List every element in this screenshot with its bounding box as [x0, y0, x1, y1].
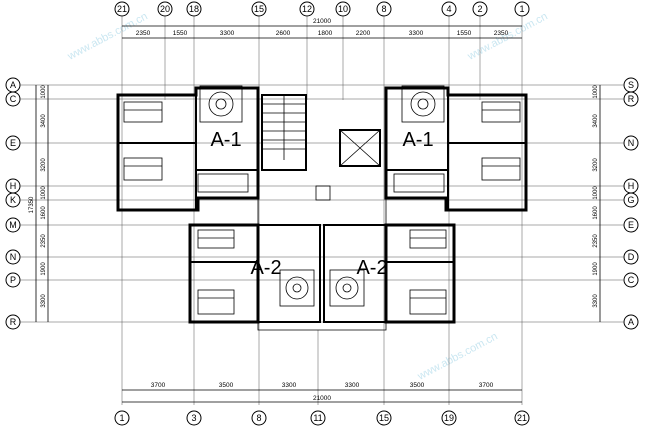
dim-label: 3400	[593, 114, 599, 128]
dim-label: 1800	[318, 30, 333, 37]
dim-label: 1550	[457, 30, 472, 37]
axis-bubble: N	[10, 252, 17, 262]
dim-label: 3400	[41, 114, 47, 128]
axis-bubble: 4	[446, 4, 451, 14]
axis-bubble: 2	[477, 4, 482, 14]
dim-label: 2350	[136, 30, 151, 37]
axis-bubble: 20	[160, 4, 170, 14]
dim-label: 2600	[276, 30, 291, 37]
axis-bubble: 15	[254, 4, 264, 14]
axis-bubble: 8	[381, 4, 386, 14]
fixtures	[123, 85, 521, 315]
axis-bubble: R	[10, 317, 17, 327]
axis-bubble: H	[628, 181, 635, 191]
axis-bubble: 3	[191, 413, 196, 423]
right-dimensions: 1000 3400 3200 1000 1600 2350 1900 3300	[593, 85, 601, 322]
dim-label: 3300	[409, 30, 424, 37]
axis-bubble: 21	[517, 413, 527, 423]
horizontal-grid-lines	[20, 84, 624, 323]
left-axis-labels: A C E H K M N P R	[5, 77, 21, 330]
building-outline	[116, 85, 528, 331]
top-dimensions: 21000 2350 1550 3300 2600 1800 2200 3300…	[122, 18, 522, 39]
watermark-text-3: www.abbs.com.cn	[415, 330, 500, 383]
axis-bubble: 8	[256, 413, 261, 423]
axis-bubble: 15	[379, 413, 389, 423]
axis-bubble: K	[10, 195, 16, 205]
watermark: www.abbs.com.cn www.abbs.com.cn www.abbs…	[65, 10, 550, 383]
dim-label: 3500	[410, 382, 425, 389]
dim-label: 21000	[313, 18, 331, 25]
dim-label: 2350	[41, 234, 47, 248]
axis-bubble: P	[10, 275, 16, 285]
right-axis-labels: S R N H G E D C A	[623, 77, 639, 330]
axis-bubble: 1	[519, 4, 524, 14]
dim-label: 3200	[41, 158, 47, 172]
dim-label: 21000	[313, 395, 331, 402]
axis-bubble: 19	[444, 413, 454, 423]
dim-label: 2350	[593, 234, 599, 248]
dim-label: 3300	[593, 294, 599, 308]
dim-label: 3300	[282, 382, 297, 389]
stair-treads	[262, 95, 306, 160]
dim-label: 1600	[41, 206, 47, 220]
unit-label-upper-left: A-1	[210, 129, 241, 151]
dim-label: 3300	[345, 382, 360, 389]
axis-bubble: E	[628, 220, 634, 230]
axis-bubble: G	[627, 195, 634, 205]
dim-label: 1900	[593, 262, 599, 276]
axis-bubble: A	[628, 317, 634, 327]
axis-bubble: N	[628, 138, 635, 148]
axis-bubble: R	[628, 94, 635, 104]
axis-bubble: H	[10, 181, 17, 191]
axis-bubble: C	[628, 275, 635, 285]
dim-label: 17350	[29, 196, 35, 213]
axis-bubble: M	[9, 220, 17, 230]
dim-label: 3200	[593, 158, 599, 172]
dim-label: 2350	[494, 30, 509, 37]
axis-bubble: D	[628, 252, 635, 262]
axis-bubble: A	[10, 80, 16, 90]
dim-label: 1000	[593, 85, 599, 99]
axis-bubble: 12	[302, 4, 312, 14]
unit-label-lower-right: A-2	[356, 257, 387, 279]
dim-label: 1900	[41, 262, 47, 276]
unit-labels: A-1 A-1 A-2 A-2	[210, 129, 433, 279]
unit-label-lower-left: A-2	[250, 257, 281, 279]
bottom-axis-labels: 1 3 8 11 15 19 21	[114, 410, 530, 426]
axis-bubble: 18	[189, 4, 199, 14]
axis-bubble: 21	[117, 4, 127, 14]
dim-label: 3700	[479, 382, 494, 389]
dim-label: 1000	[41, 85, 47, 99]
dim-label: 3700	[151, 382, 166, 389]
dim-label: 1550	[173, 30, 188, 37]
axis-bubble: C	[10, 94, 17, 104]
bottom-dimensions: 3700 3500 3300 3300 3500 3700 21000	[122, 382, 522, 403]
dim-label: 3300	[220, 30, 235, 37]
left-dimensions: 17350 1000 3400 3200 1000 1600 2350 1900…	[29, 85, 49, 322]
dim-label: 3500	[219, 382, 234, 389]
dim-label: 1000	[593, 186, 599, 200]
dim-label: 1600	[593, 206, 599, 220]
dim-label: 1000	[41, 186, 47, 200]
top-axis-labels: 21 20 18 15 12 10 8 4 2 1	[114, 1, 530, 17]
unit-label-upper-right: A-1	[402, 129, 433, 151]
axis-bubble: 1	[119, 413, 124, 423]
axis-bubble: 10	[338, 4, 348, 14]
axis-bubble: E	[10, 138, 16, 148]
dim-label: 2200	[356, 30, 371, 37]
dim-label: 3300	[41, 294, 47, 308]
axis-bubble: S	[628, 80, 634, 90]
axis-bubble: 11	[313, 413, 322, 423]
